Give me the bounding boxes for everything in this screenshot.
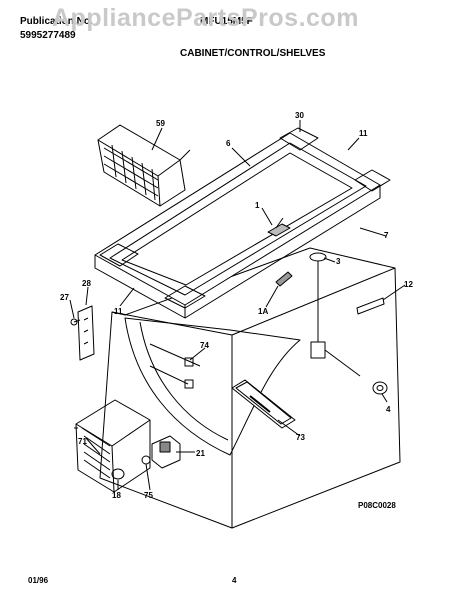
callout-18: 18 bbox=[112, 491, 121, 500]
callout-73: 73 bbox=[296, 433, 305, 442]
callout-30: 30 bbox=[295, 111, 304, 120]
hinge bbox=[70, 305, 95, 361]
callout-4: 4 bbox=[386, 405, 391, 414]
model-number: MFU15M5F bbox=[200, 16, 253, 27]
part-1A bbox=[275, 271, 293, 287]
callout-3: 3 bbox=[336, 257, 341, 266]
cabinet-liner bbox=[124, 317, 301, 456]
section-title: CABINET/CONTROL/SHELVES bbox=[180, 48, 326, 59]
page-number: 4 bbox=[232, 576, 237, 585]
nameplate bbox=[356, 297, 385, 315]
callout-7: 7 bbox=[384, 231, 389, 240]
publication-number: 5995277489 bbox=[20, 30, 76, 41]
callout-21: 21 bbox=[196, 449, 205, 458]
callout-74: 74 bbox=[200, 341, 209, 350]
callout-11-top: 11 bbox=[359, 129, 368, 138]
callout-1A: 1A bbox=[258, 307, 268, 316]
callout-11-left: 11 bbox=[114, 307, 123, 316]
light-socket bbox=[184, 357, 194, 367]
serial-plate bbox=[231, 379, 296, 429]
callout-59: 59 bbox=[156, 119, 165, 128]
callout-27: 27 bbox=[60, 293, 69, 302]
drain-plug bbox=[309, 252, 361, 377]
watermark: AppliancePartsPros.com bbox=[52, 4, 359, 32]
knob bbox=[111, 468, 125, 480]
publication-label: Publication No. bbox=[20, 16, 93, 27]
callout-71: 71 bbox=[78, 437, 87, 446]
callout-75: 75 bbox=[144, 491, 153, 500]
callout-6: 6 bbox=[226, 139, 231, 148]
callout-28: 28 bbox=[82, 279, 91, 288]
callout-1: 1 bbox=[255, 201, 260, 210]
callout-12: 12 bbox=[404, 280, 413, 289]
callout-labels: 59 30 6 11 1 7 3 12 28 27 11 1A 74 4 73 … bbox=[60, 111, 413, 510]
footer-date: 01/96 bbox=[28, 576, 49, 585]
compressor-grille bbox=[75, 399, 151, 493]
wire-basket bbox=[97, 124, 191, 207]
drain-cap bbox=[372, 381, 388, 395]
diagram-code: P08C0028 bbox=[358, 501, 396, 510]
control-box bbox=[151, 435, 181, 469]
